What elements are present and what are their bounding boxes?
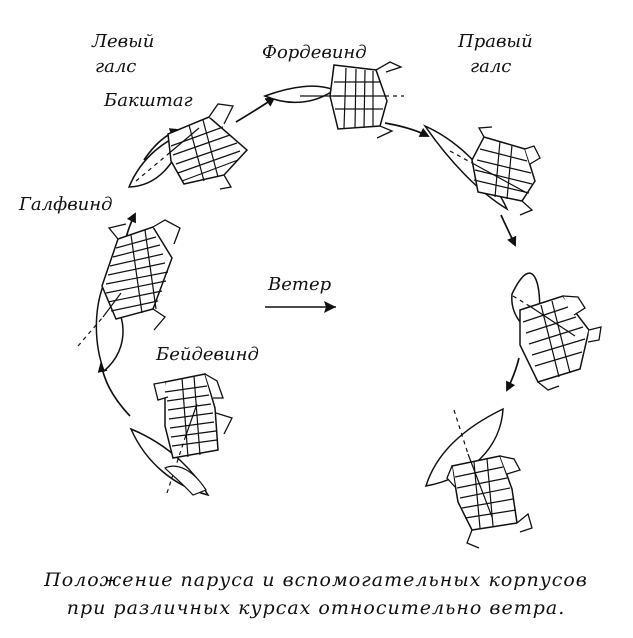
wind-arrow — [265, 301, 336, 313]
right-tack-label-2: галс — [470, 56, 511, 77]
wind-label: Ветер — [267, 274, 332, 295]
beam-reach-label: Галфвинд — [18, 194, 113, 215]
figure-caption: Положение паруса и вспомогательных корпу… — [8, 566, 624, 622]
vessel-right-tack-lower — [424, 407, 533, 549]
left-tack-label-2: галс — [95, 56, 136, 77]
running-label: Фордевинд — [262, 42, 367, 63]
vessel-beam-reach — [77, 219, 181, 373]
left-tack-label-1: Левый — [91, 31, 154, 52]
caption-line-1: Положение паруса и вспомогательных корпу… — [44, 569, 588, 591]
sailing-diagram: Левый галс Правый галс Бакштаг Галфвинд … — [18, 31, 602, 549]
right-tack-label-1: Правый — [457, 31, 533, 52]
vessel-running — [262, 61, 404, 139]
close-hauled-label: Бейдевинд — [155, 344, 259, 365]
vessel-close-hauled — [129, 373, 233, 497]
vessel-right-tack-upper — [422, 124, 541, 216]
caption-line-2: при различных курсах относительно ветра. — [66, 597, 566, 619]
backstay-label: Бакштаг — [103, 90, 193, 111]
vessel-right-tack-middle — [511, 272, 602, 391]
vessel-backstay — [127, 103, 249, 190]
